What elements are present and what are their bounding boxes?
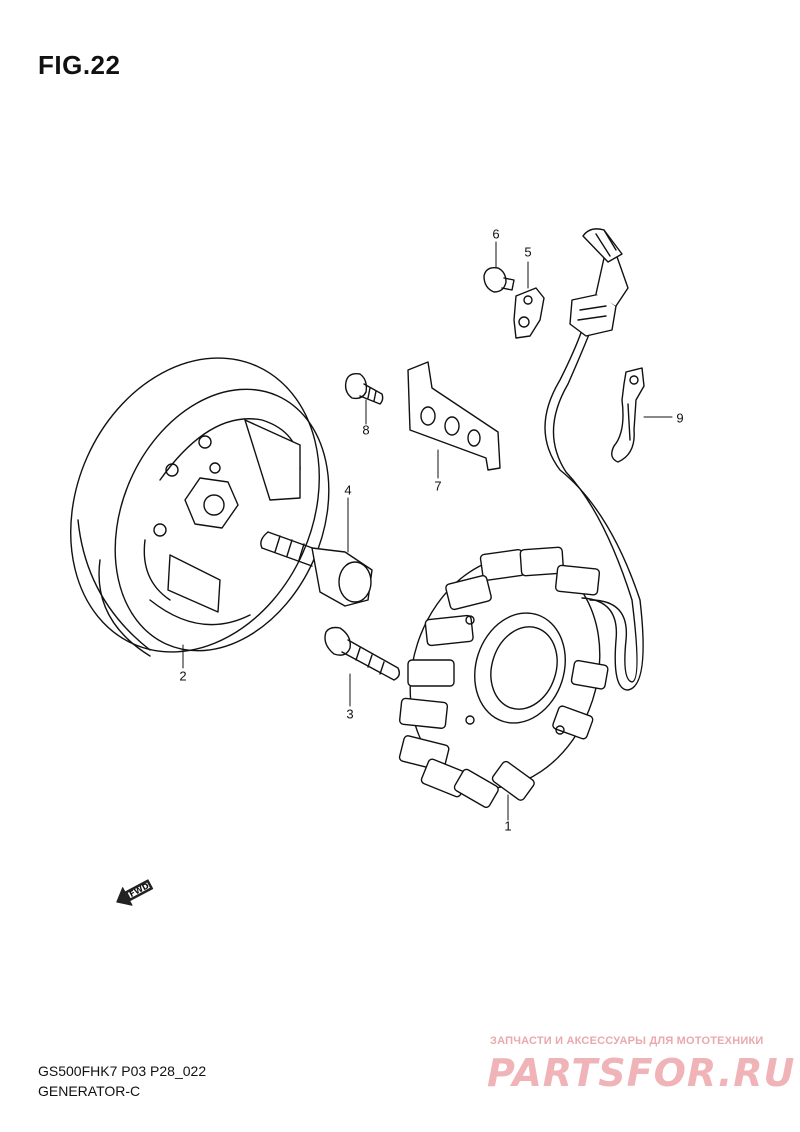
watermark-tagline: ЗАПЧАСТИ И АКСЕССУАРЫ ДЛЯ МОТОТЕХНИКИ — [490, 1035, 764, 1047]
callout-number: 6 — [492, 226, 500, 242]
rotor-drawing — [70, 357, 330, 657]
model-code: GS500FHK7 P03 P28_022 — [38, 1063, 207, 1079]
fwd-label: FWD — [128, 881, 151, 899]
callout-number: 2 — [179, 668, 187, 684]
callout-number: 8 — [362, 422, 370, 438]
wire-clamp-drawing — [611, 367, 645, 463]
rotor-bolt-drawing — [260, 531, 373, 607]
callout-number: 7 — [434, 478, 442, 494]
bracket-bolt-drawing — [344, 372, 384, 405]
callout-number: 5 — [524, 244, 532, 260]
callout-number: 9 — [676, 410, 684, 426]
small-screw-drawing — [483, 266, 515, 293]
callout-number: 1 — [504, 818, 512, 834]
section-name: GENERATOR-C — [38, 1083, 141, 1099]
wire-harness-drawing — [544, 228, 644, 691]
callout-number: 3 — [346, 706, 354, 722]
stator-drawing — [398, 546, 609, 809]
stator-screw-drawing — [324, 626, 401, 681]
watermark-logo: PARTSFOR.RU — [487, 1051, 796, 1095]
bracket-plate-drawing — [407, 361, 501, 471]
leader-lines — [182, 241, 673, 821]
clamp-drawing — [513, 287, 545, 339]
fwd-arrow-icon: FWD — [116, 879, 154, 906]
callout-number: 4 — [344, 482, 352, 498]
figure-title: FIG.22 — [38, 50, 121, 80]
